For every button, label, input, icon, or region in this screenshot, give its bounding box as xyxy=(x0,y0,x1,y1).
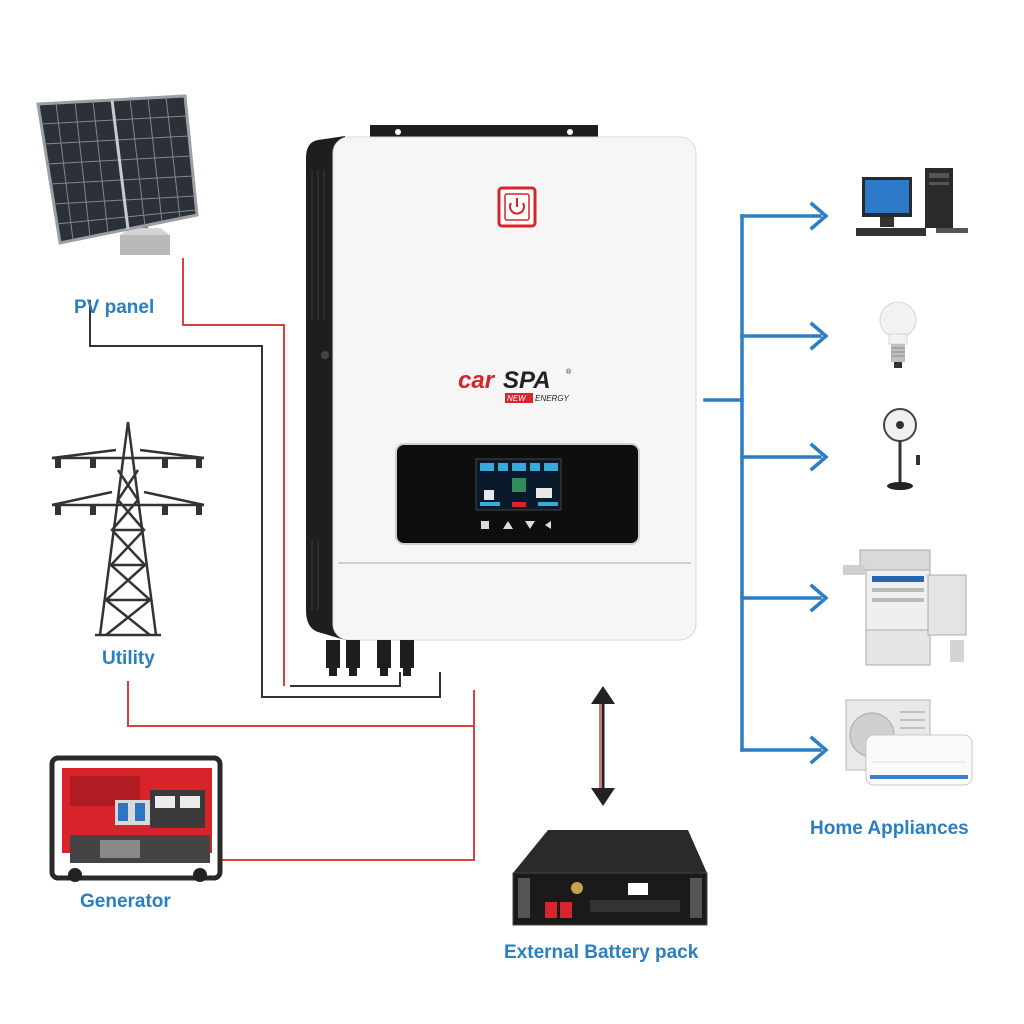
generator-icon xyxy=(52,758,220,882)
utility-label: Utility xyxy=(102,648,155,669)
inverter-unit: car SPA ® NEW ENERGY xyxy=(306,125,696,676)
transmission-tower-icon xyxy=(52,422,204,635)
solar-panel-icon xyxy=(38,96,197,255)
dc-terminals xyxy=(326,640,414,676)
light-bulb-icon xyxy=(880,302,916,368)
copier-icon xyxy=(843,550,966,665)
fan-icon xyxy=(884,409,920,490)
brand-new: NEW xyxy=(507,394,527,403)
air-conditioner-icon xyxy=(846,700,972,785)
pv-panel-label: PV panel xyxy=(74,297,154,318)
ac-output-lines xyxy=(705,204,826,762)
brand-registered: ® xyxy=(566,368,572,376)
battery-arrow xyxy=(591,686,615,806)
power-button-icon xyxy=(499,188,535,226)
generator-wire-red xyxy=(220,690,474,860)
brand-car: car xyxy=(458,367,496,394)
home-appliances-label: Home Appliances xyxy=(810,818,969,839)
utility-wire-red xyxy=(128,681,474,726)
computer-icon xyxy=(856,168,968,236)
menu-key-icon[interactable] xyxy=(481,521,489,529)
battery-pack-icon xyxy=(513,830,707,925)
battery-label: External Battery pack xyxy=(504,942,699,963)
pv-wire-red xyxy=(183,258,284,686)
brand-energy: ENERGY xyxy=(535,394,569,403)
generator-label: Generator xyxy=(80,891,171,912)
brand-spa: SPA xyxy=(503,367,551,394)
